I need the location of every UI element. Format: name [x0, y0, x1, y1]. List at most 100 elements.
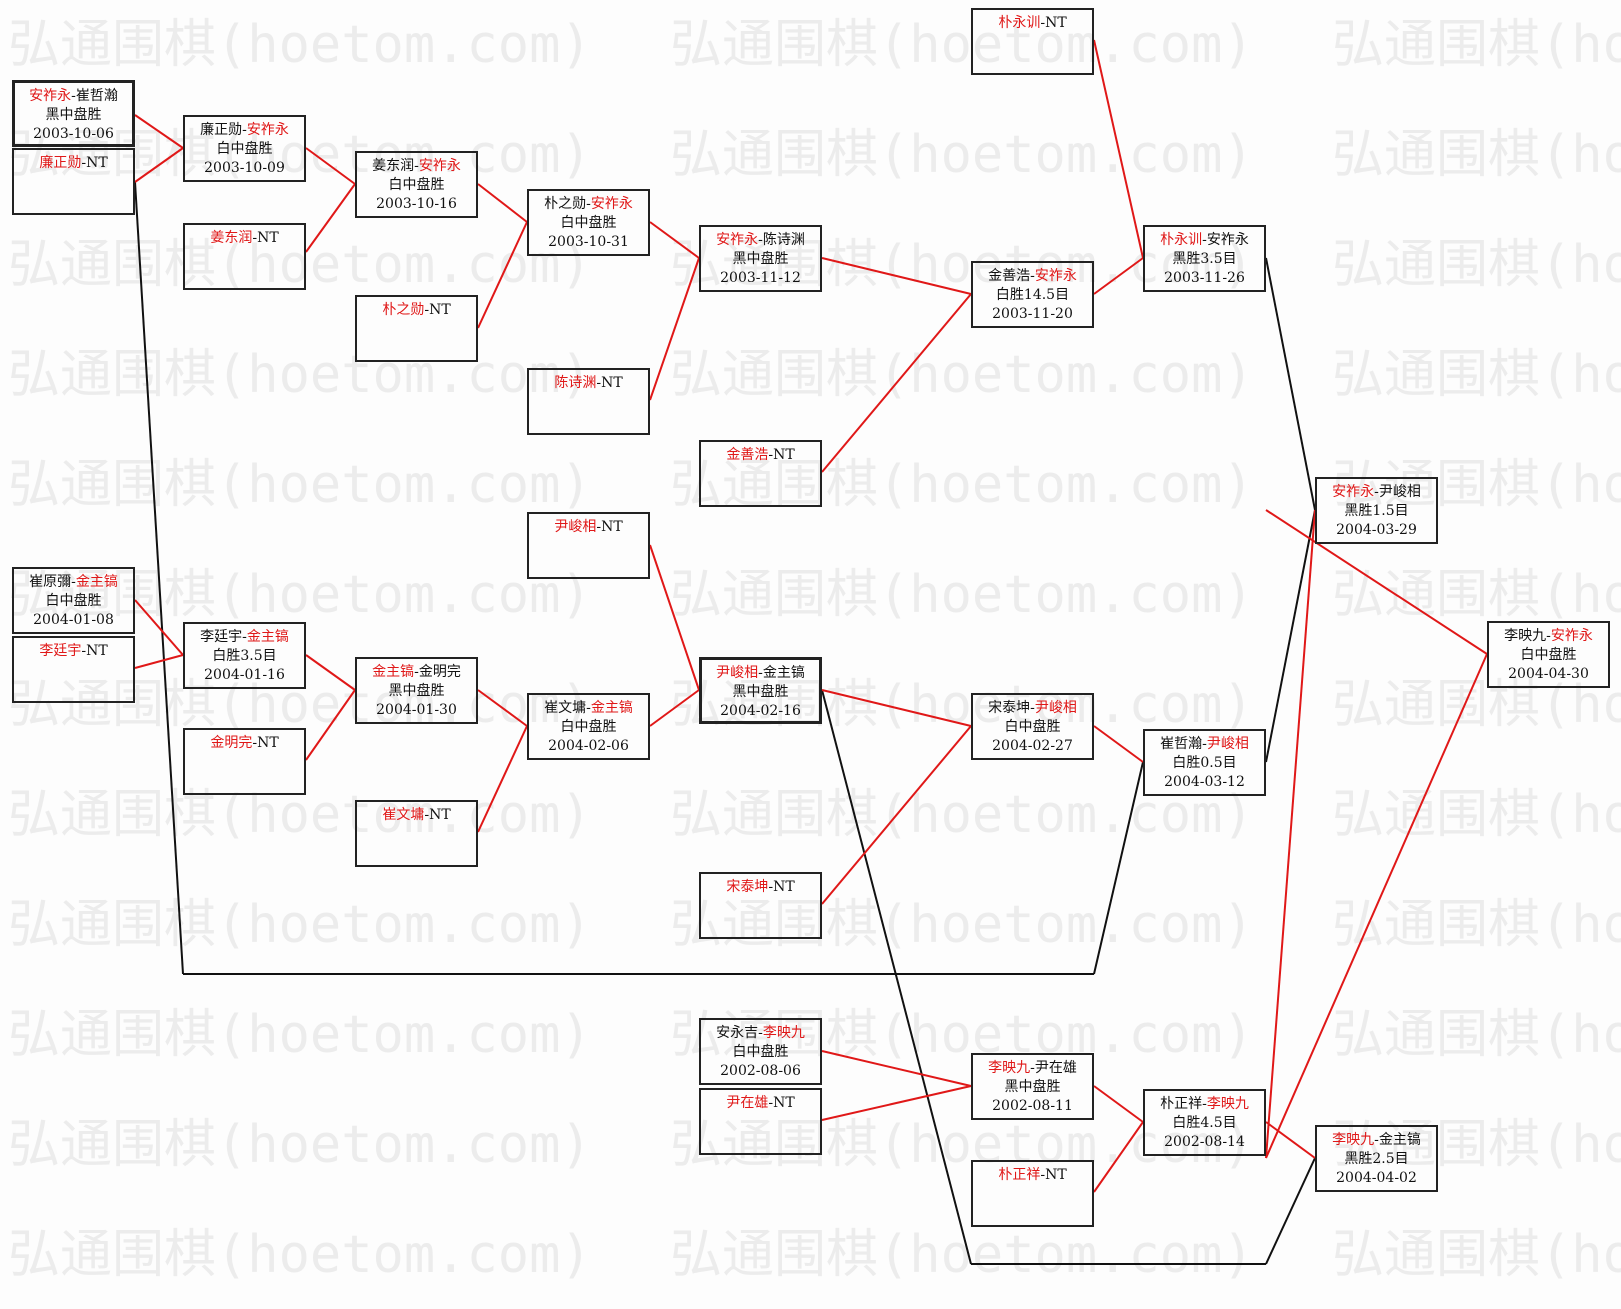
- match-box: 金善浩-安祚永 白胜14.5目 2003-11-20: [971, 261, 1094, 328]
- bracket-connector: [821, 725, 972, 905]
- match-players: 李映九-尹在雄: [988, 1060, 1077, 1076]
- match-players: 李映九-金主镐: [1332, 1132, 1421, 1148]
- match-players: 李廷宇-金主镐: [200, 629, 289, 645]
- watermark-text: 弘通围棋(hoetom.com): [8, 1115, 592, 1175]
- match-box: 安祚永-崔哲瀚 黑中盘胜 2003-10-06: [12, 80, 135, 147]
- match-date: 2004-02-16: [720, 703, 801, 719]
- bracket-connector: [821, 689, 972, 727]
- watermark-text: 弘通围棋(hoetom.com): [670, 15, 1254, 75]
- match-box: 李映九-尹在雄 黑中盘胜 2002-08-11: [971, 1053, 1094, 1120]
- match-players: 姜东润-安祚永: [372, 158, 461, 174]
- match-players: 崔文墉-金主镐: [544, 700, 633, 716]
- watermark-text: 弘通围棋(hoetom.com): [1332, 15, 1621, 75]
- match-players: 宋泰坤-NT: [726, 879, 795, 895]
- match-result: 黑胜2.5目: [1344, 1151, 1409, 1167]
- match-players: 朴之勋-安祚永: [544, 196, 633, 212]
- match-result: 黑胜3.5目: [1172, 251, 1237, 267]
- match-result: 白中盘胜: [1004, 719, 1061, 735]
- match-result: 白胜0.5目: [1172, 755, 1237, 771]
- watermark-text: 弘通围棋(hoetom.com): [1332, 785, 1621, 845]
- match-date: 2003-11-20: [992, 306, 1073, 322]
- bye-box: 朴正祥-NT: [971, 1160, 1094, 1227]
- bracket-connector: [821, 689, 972, 1265]
- bracket-connector: [1093, 1121, 1144, 1193]
- match-date: 2004-02-27: [992, 738, 1073, 754]
- bracket-connector: [1093, 761, 1144, 975]
- match-date: 2004-03-12: [1164, 774, 1245, 790]
- bracket-connector: [1265, 257, 1316, 511]
- match-box: 朴永训-安祚永 黑胜3.5目 2003-11-26: [1143, 225, 1266, 292]
- match-players: 安祚永-陈诗渊: [716, 232, 805, 248]
- bracket-connector: [305, 183, 356, 253]
- watermark-text: 弘通围棋(hoetom.com): [670, 125, 1254, 185]
- watermark-text: 弘通围棋(hoetom.com): [670, 345, 1254, 405]
- watermark-text: 弘通围棋(hoetom.com): [8, 455, 592, 515]
- bracket-connector: [649, 221, 700, 259]
- bye-box: 崔文墉-NT: [355, 800, 478, 867]
- match-players: 金善浩-安祚永: [988, 268, 1077, 284]
- match-result: 黑中盘胜: [732, 684, 789, 700]
- match-players: 廉正勋-安祚永: [200, 122, 289, 138]
- watermark-text: 弘通围棋(hoetom.com): [8, 345, 592, 405]
- bye-box: 宋泰坤-NT: [699, 872, 822, 939]
- match-date: 2004-02-06: [548, 738, 629, 754]
- match-players: 金善浩-NT: [726, 447, 795, 463]
- match-players: 安祚永-崔哲瀚: [29, 88, 118, 104]
- match-date: 2002-08-14: [1164, 1134, 1245, 1150]
- bracket-connector: [1265, 1121, 1316, 1159]
- watermark-text: 弘通围棋(hoetom.com): [8, 565, 592, 625]
- match-box: 安祚永-尹峻相 黑胜1.5目 2004-03-29: [1315, 477, 1438, 544]
- bracket-connector: [477, 221, 528, 329]
- bye-box: 尹在雄-NT: [699, 1088, 822, 1155]
- match-date: 2002-08-11: [992, 1098, 1073, 1114]
- bye-box: 姜东润-NT: [183, 223, 306, 290]
- watermark-text: 弘通围棋(hoetom.com): [8, 675, 592, 735]
- match-players: 宋泰坤-尹峻相: [988, 700, 1077, 716]
- bracket-connector: [821, 293, 972, 473]
- watermark-text: 弘通围棋(hoetom.com): [1332, 565, 1621, 625]
- bracket-connector: [477, 183, 528, 223]
- match-players: 崔哲瀚-尹峻相: [1160, 736, 1249, 752]
- watermark-text: 弘通围棋(hoetom.com): [670, 235, 1254, 295]
- watermark-text: 弘通围棋(hoetom.com): [670, 675, 1254, 735]
- match-players: 姜东润-NT: [210, 230, 279, 246]
- match-players: 尹在雄-NT: [726, 1095, 795, 1111]
- match-players: 尹峻相-NT: [554, 519, 623, 535]
- match-result: 白中盘胜: [732, 1044, 789, 1060]
- match-result: 黑中盘胜: [732, 251, 789, 267]
- watermark-text: 弘通围棋(hoetom.com): [8, 15, 592, 75]
- bracket-connector: [649, 544, 700, 691]
- bracket-connector: [821, 1050, 972, 1087]
- bracket-connector: [1265, 1157, 1316, 1265]
- bracket-connector: [477, 689, 528, 727]
- match-players: 朴永训-安祚永: [1160, 232, 1249, 248]
- match-box: 崔哲瀚-尹峻相 白胜0.5目 2004-03-12: [1143, 729, 1266, 796]
- bracket-connector: [134, 654, 184, 669]
- match-result: 白胜14.5目: [995, 287, 1070, 303]
- match-date: 2004-01-08: [33, 612, 114, 628]
- match-result: 白中盘胜: [388, 177, 445, 193]
- match-box: 朴正祥-李映九 白胜4.5目 2002-08-14: [1143, 1089, 1266, 1156]
- match-players: 李廷宇-NT: [39, 643, 108, 659]
- watermark-text: 弘通围棋(hoetom.com): [8, 1005, 592, 1065]
- bye-box: 朴永训-NT: [971, 8, 1094, 75]
- match-players: 朴之勋-NT: [382, 302, 451, 318]
- match-players: 尹峻相-金主镐: [716, 665, 805, 681]
- match-date: 2002-08-06: [720, 1063, 801, 1079]
- match-date: 2003-11-12: [720, 270, 801, 286]
- match-box: 李映九-金主镐 黑胜2.5目 2004-04-02: [1315, 1125, 1438, 1192]
- watermark-text: 弘通围棋(hoetom.com): [670, 1225, 1254, 1285]
- bracket-connector: [305, 147, 356, 185]
- bracket-connector: [1093, 1085, 1144, 1123]
- bracket-connector: [649, 257, 700, 401]
- bye-box: 金明完-NT: [183, 728, 306, 795]
- match-result: 白中盘胜: [216, 141, 273, 157]
- match-box: 尹峻相-金主镐 黑中盘胜 2004-02-16: [699, 657, 822, 724]
- match-players: 廉正勋-NT: [39, 155, 108, 171]
- match-box: 朴之勋-安祚永 白中盘胜 2003-10-31: [527, 189, 650, 256]
- watermark-text: 弘通围棋(hoetom.com): [1332, 675, 1621, 735]
- match-players: 朴永训-NT: [998, 15, 1067, 31]
- bye-box: 陈诗渊-NT: [527, 368, 650, 435]
